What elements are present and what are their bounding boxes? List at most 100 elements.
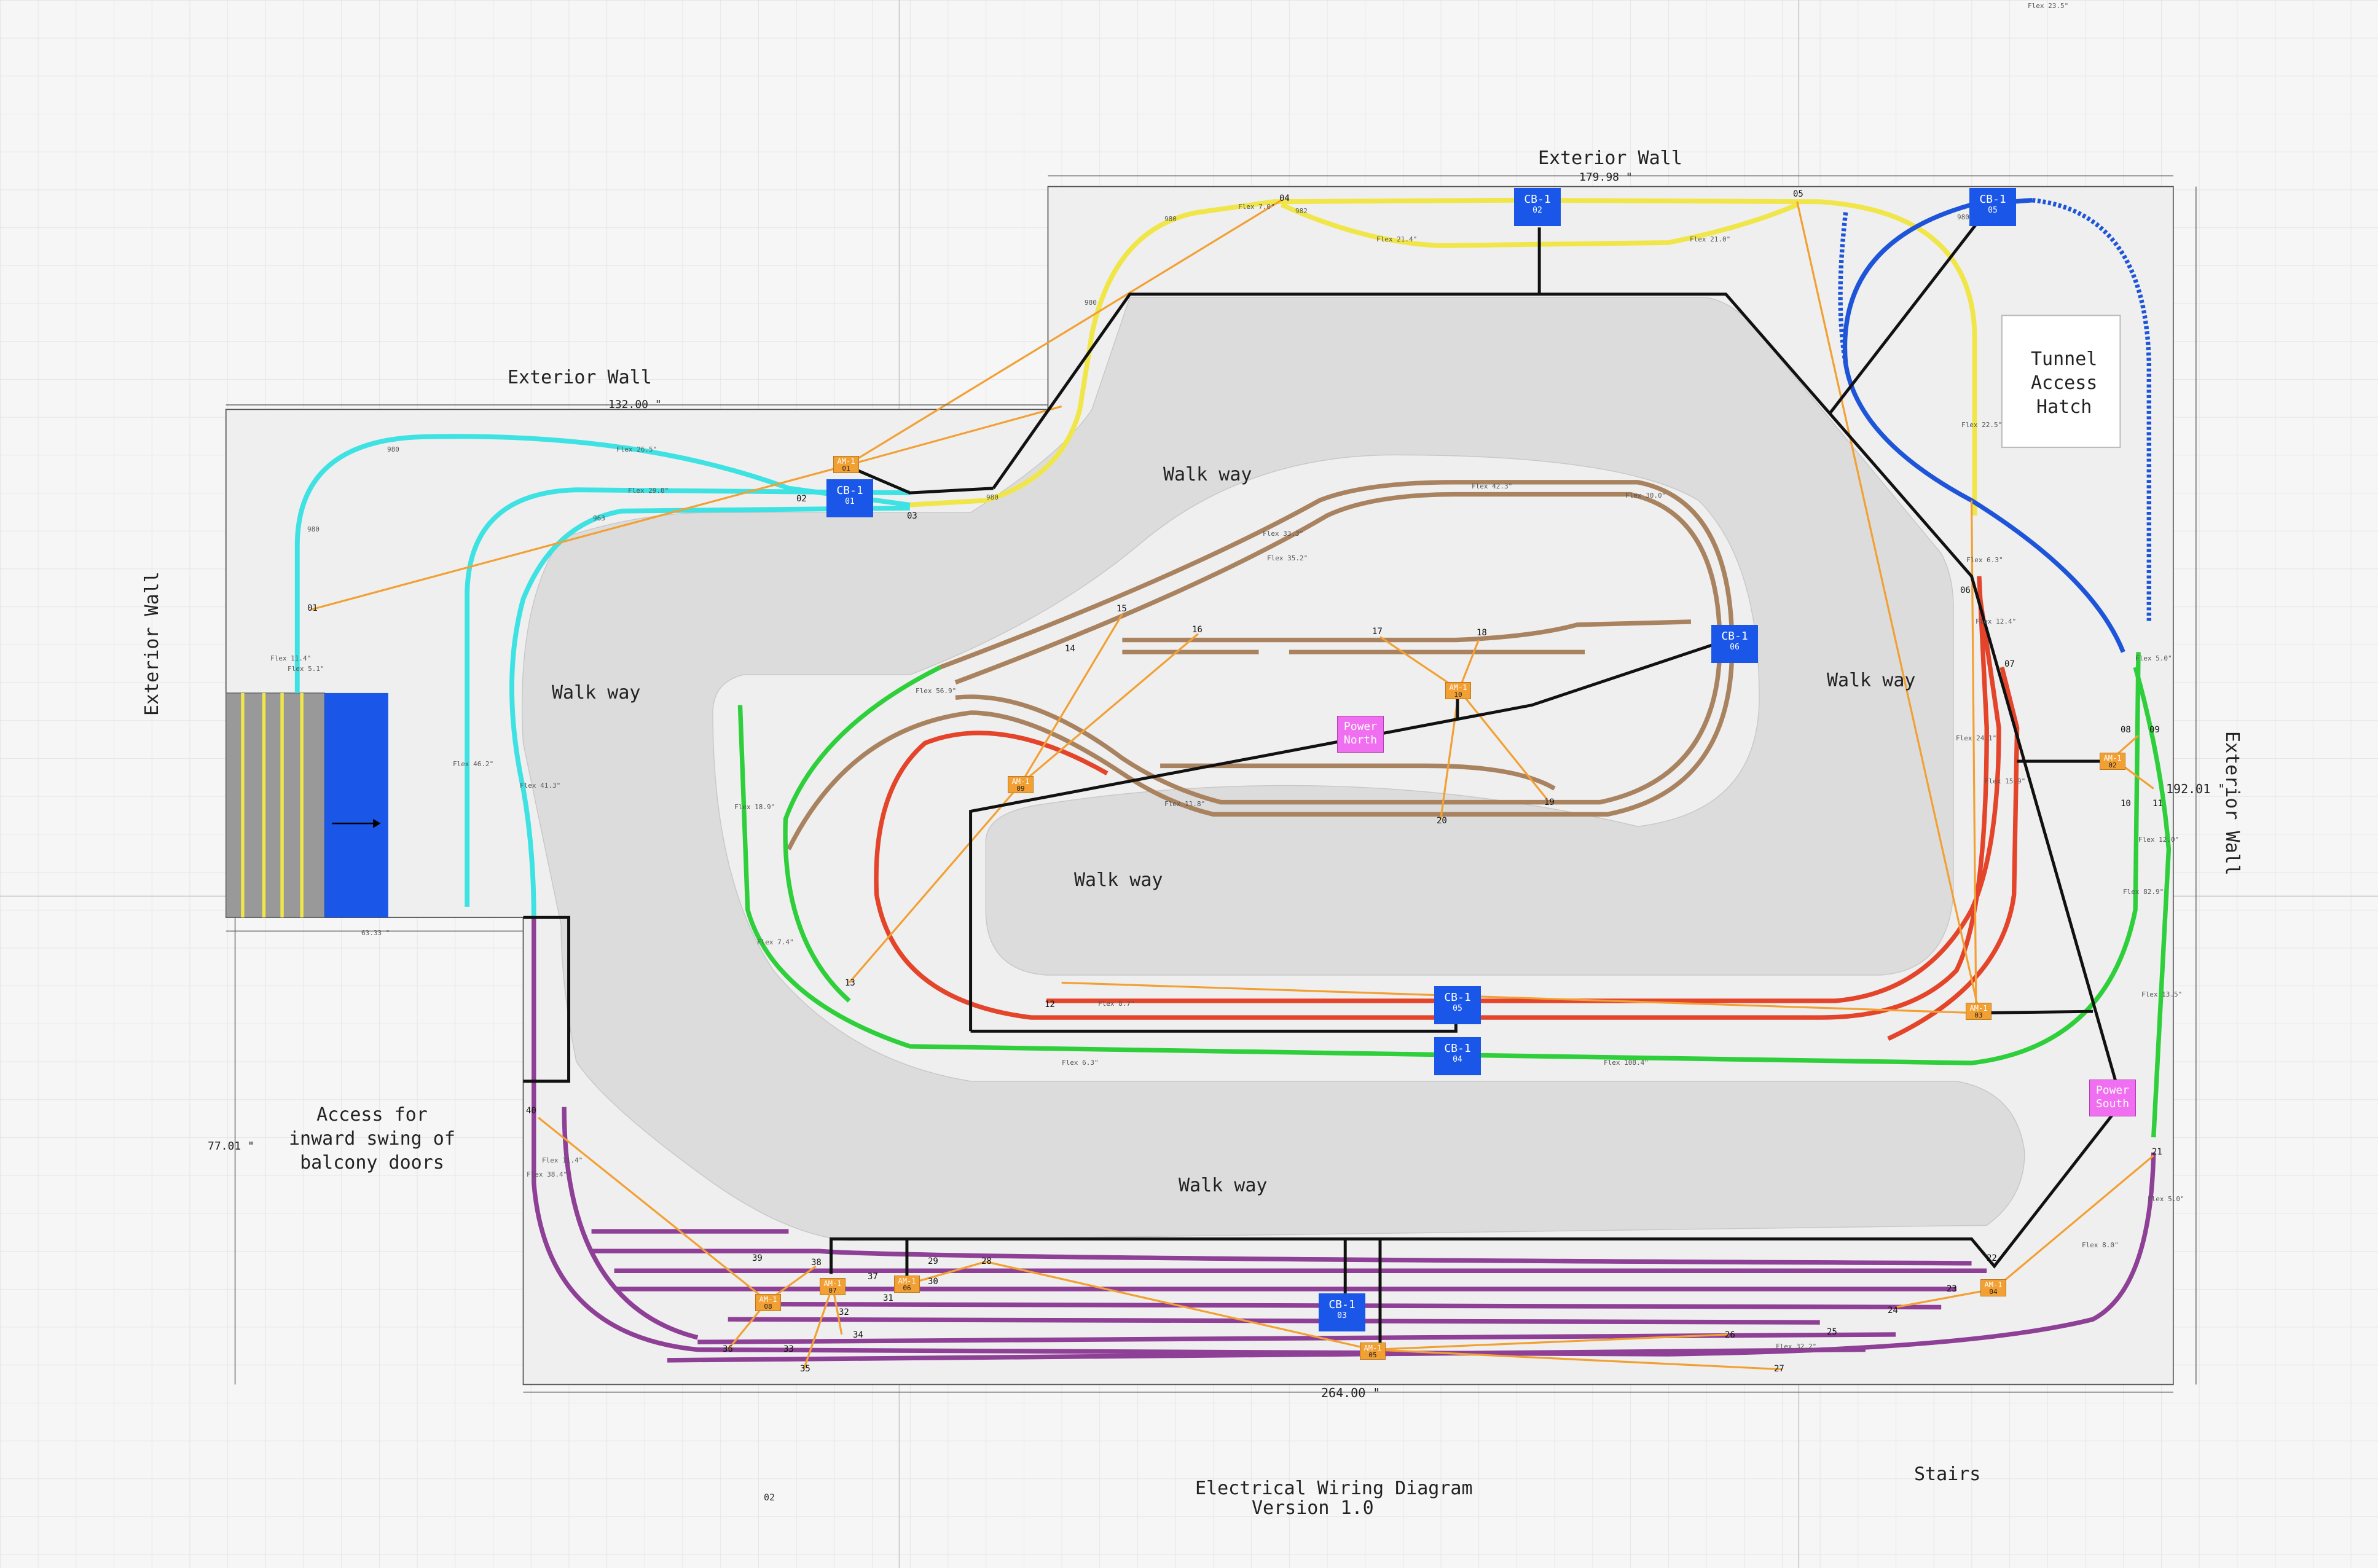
access-note-line-1: Access for — [316, 1104, 428, 1126]
stairs-label: Stairs — [1914, 1464, 1981, 1485]
flex-label: Flex 26.5" — [616, 445, 657, 453]
piece-label: 963 — [593, 514, 605, 522]
cb-name: CB-1 — [1979, 193, 2006, 206]
turnout-number-38: 38 — [811, 1258, 822, 1268]
turnout-number-33: 33 — [783, 1344, 794, 1354]
flex-label: Flex 12.4" — [1976, 617, 2017, 625]
piece-label: 980 — [387, 445, 399, 453]
turnout-number-07: 07 — [2004, 659, 2015, 669]
turnout-number-01: 01 — [307, 603, 318, 613]
flex-label: Flex 32.2" — [1776, 1343, 1817, 1350]
am-name: AM-1 — [1984, 1280, 2003, 1289]
turnout-number-17: 17 — [1372, 627, 1383, 637]
turnout-number-24: 24 — [1888, 1306, 1898, 1315]
flex-label: Flex 33.3" — [1263, 530, 1304, 538]
turnout-number-05: 05 — [1793, 189, 1803, 199]
power-south-line-1: Power — [2095, 1084, 2130, 1097]
flex-label: Flex 5.0" — [2135, 654, 2172, 662]
turnout-number-26: 26 — [1725, 1330, 1735, 1340]
turnout-number-31: 31 — [883, 1293, 893, 1303]
tunnel-hatch-line-2: Access — [2031, 372, 2098, 394]
cb-name: CB-1 — [1328, 1298, 1356, 1311]
door-swing-area — [324, 692, 388, 918]
dimension-lines — [226, 175, 2197, 1393]
cb-num: 02 — [1532, 206, 1542, 215]
exterior-wall-right-label: Exterior Wall — [2221, 731, 2243, 876]
walkway-label-bottom: Walk way — [1179, 1175, 1268, 1196]
access-note: Access for inward swing of balcony doors — [289, 1103, 455, 1175]
cb-name: CB-1 — [1524, 193, 1551, 206]
am-name: AM-1 — [1449, 683, 1467, 692]
turnout-number-06: 06 — [1960, 586, 1971, 595]
exterior-wall-left-label: Exterior Wall — [141, 571, 163, 716]
am-name: AM-1 — [823, 1279, 842, 1288]
flex-label: Flex 12.0" — [2138, 836, 2180, 844]
flex-label: Flex 6.3" — [1062, 1059, 1099, 1067]
cb-name: CB-1 — [1721, 630, 1748, 643]
exterior-wall-top-label: Exterior Wall — [1538, 147, 1682, 169]
power-north-line-1: Power — [1343, 720, 1378, 733]
am-name: AM-1 — [1011, 777, 1030, 786]
flex-label: Flex 29.8" — [628, 487, 669, 495]
flex-label: Flex 18.9" — [734, 803, 775, 811]
turnout-number-27: 27 — [1774, 1364, 1784, 1374]
cb-name: CB-1 — [1444, 991, 1471, 1004]
flex-label: Flex 82.9" — [2123, 888, 2164, 896]
cb-num: 06 — [1730, 643, 1740, 652]
am-num: 08 — [764, 1303, 772, 1311]
piece-label: 982 — [1295, 207, 1308, 215]
track-brown — [787, 480, 1735, 850]
turnout-number-22: 22 — [1987, 1253, 1997, 1263]
turnout-number-03: 03 — [907, 511, 917, 521]
piece-label: 980 — [1164, 215, 1177, 223]
turnout-number-04: 04 — [1279, 194, 1290, 203]
am-num: 10 — [1454, 691, 1462, 699]
turnout-number-02: 02 — [796, 494, 807, 504]
cb-num: 04 — [1453, 1055, 1462, 1064]
turnout-number-21: 21 — [2152, 1147, 2162, 1157]
turnout-number-29: 29 — [928, 1256, 938, 1266]
turnout-number-20: 20 — [1437, 816, 1447, 826]
dimension-door: 63.33 " — [361, 929, 390, 937]
cb-num: 01 — [845, 497, 855, 506]
track-yellow — [906, 197, 1977, 516]
arrow-right-icon — [373, 818, 381, 828]
turnout-number-35: 35 — [800, 1364, 810, 1374]
power-south-line-2: South — [2095, 1097, 2130, 1110]
flex-label: Flex 30.0" — [1625, 492, 1666, 500]
exterior-wall-left-top-label: Exterior Wall — [508, 367, 652, 388]
am-num: 07 — [828, 1287, 837, 1295]
flex-label: Flex 15.9" — [1985, 777, 2026, 785]
turnout-number-32: 32 — [839, 1307, 849, 1317]
dimension-left-top: 132.00 " — [608, 398, 662, 411]
flex-label: Flex 23.5" — [2028, 2, 2069, 10]
turnout-number-28: 28 — [981, 1256, 992, 1266]
flex-label: Flex 22.5" — [1961, 421, 2003, 429]
am-num: 03 — [1974, 1011, 1983, 1019]
piece-label: 980 — [986, 493, 999, 501]
flex-label: Flex 46.2" — [453, 760, 494, 768]
turnout-number-09: 09 — [2149, 725, 2160, 735]
walkway-label-top: Walk way — [1163, 464, 1252, 485]
turnout-number-18: 18 — [1477, 628, 1487, 638]
